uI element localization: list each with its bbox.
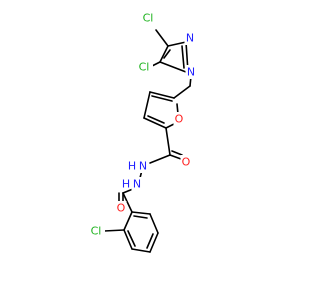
bond <box>122 188 134 194</box>
atom-label-text: N <box>186 32 194 45</box>
bond <box>131 248 151 253</box>
bond <box>123 211 133 231</box>
atom-o-furan: O <box>173 112 185 126</box>
bond <box>122 192 133 213</box>
atom-nh-upper: NH <box>128 159 149 173</box>
bond <box>143 91 151 119</box>
atom-n-imidazole-link: N <box>185 65 197 79</box>
atom-hydrogen-text: H <box>128 160 136 173</box>
bond <box>159 45 169 63</box>
bond <box>143 117 167 129</box>
bond <box>127 230 136 247</box>
atom-n-imidazole-ring: N <box>184 31 196 45</box>
bond <box>151 95 173 102</box>
bond <box>149 232 159 253</box>
atom-o-carbonyl-left: O <box>115 201 127 215</box>
atom-nh-lower: NH <box>122 177 143 191</box>
bond <box>165 127 171 156</box>
bond <box>103 229 125 232</box>
atom-label-text: N <box>139 160 147 173</box>
bond <box>171 150 183 156</box>
bond <box>167 41 187 47</box>
atom-o-carbonyl-right: O <box>180 155 192 169</box>
bond <box>169 154 182 160</box>
atom-label-text: Cl <box>143 12 154 25</box>
atom-label-background <box>115 201 127 215</box>
bond <box>149 154 171 164</box>
atom-cl-left: Cl <box>135 60 153 74</box>
atom-hydrogen-text: H <box>122 178 130 191</box>
atom-label-background <box>139 11 157 25</box>
bond <box>131 211 151 215</box>
bond <box>146 233 154 249</box>
bond <box>165 123 175 129</box>
atom-label-background <box>180 155 192 169</box>
atom-cl-benzene: Cl <box>87 224 105 238</box>
atom-label-background <box>185 65 197 79</box>
atom-cl-top: Cl <box>139 11 157 25</box>
atom-label-text: O <box>117 202 126 215</box>
atom-label-text: Cl <box>139 61 150 74</box>
atom-label-background <box>137 159 149 173</box>
bond <box>149 91 175 99</box>
atom-label-background <box>131 177 143 191</box>
bond <box>149 213 159 234</box>
atom-label-background <box>87 224 105 238</box>
bond <box>133 215 148 219</box>
bond <box>163 49 171 59</box>
bond <box>155 29 169 47</box>
atom-label-text: N <box>133 178 141 191</box>
bond-layer <box>103 29 192 253</box>
atom-label-background <box>184 31 196 45</box>
bond <box>147 115 165 124</box>
atom-label-text: Cl <box>91 225 102 238</box>
atom-label-text: N <box>187 66 195 79</box>
canvas-background <box>0 0 300 300</box>
bond <box>173 85 191 99</box>
atom-label-background <box>135 60 153 74</box>
atom-label-text: O <box>182 156 191 169</box>
bond <box>181 45 185 69</box>
atom-label-background <box>173 112 185 126</box>
bond <box>159 61 187 73</box>
atom-label-text: O <box>175 113 184 126</box>
bond <box>123 229 133 250</box>
bond <box>151 61 161 67</box>
